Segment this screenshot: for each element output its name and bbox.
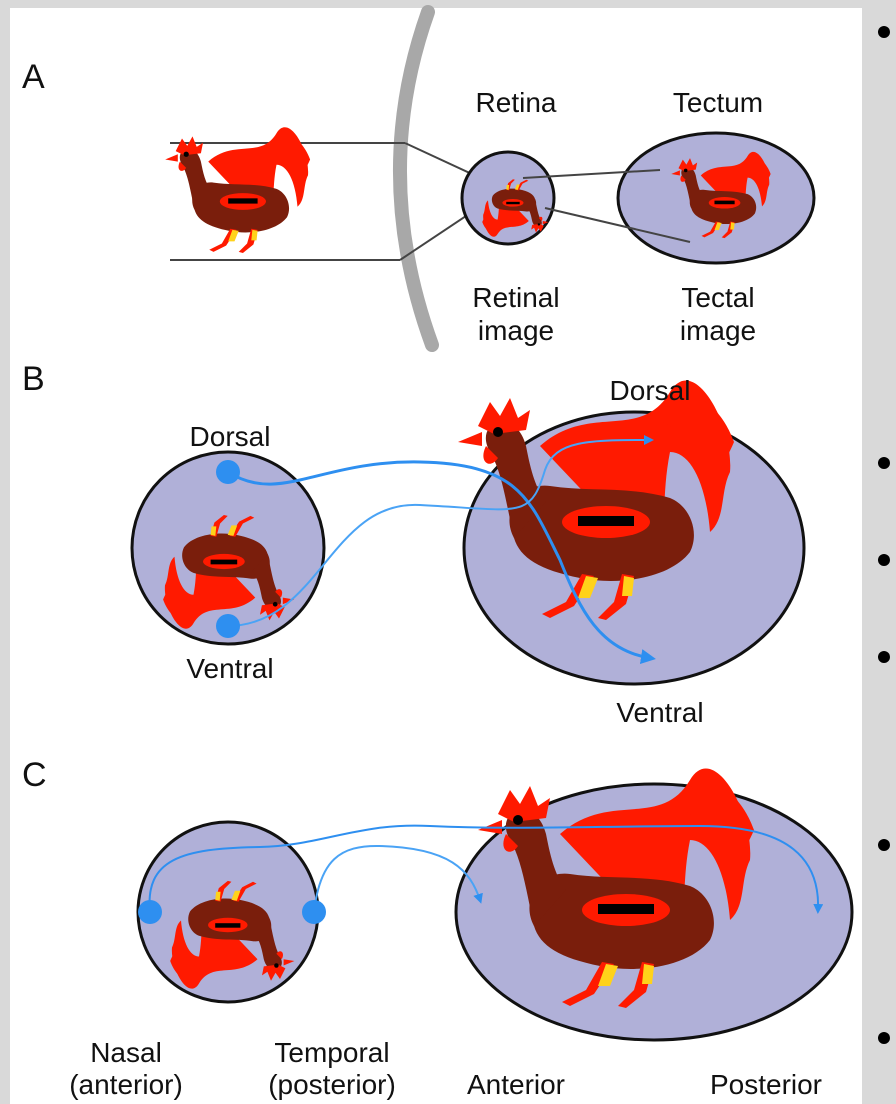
bullet-dot — [878, 1032, 890, 1044]
retina-ventral-label: Ventral — [186, 653, 273, 684]
retina-label: Retina — [476, 87, 557, 118]
retina-ventral-dot — [216, 614, 240, 638]
panel-a: Retina Tectum Retinal image Tectal image — [165, 12, 814, 346]
tectal-image-label-line2: image — [680, 315, 756, 346]
tectum-dorsal-label: Dorsal — [610, 375, 691, 406]
panel-letter-c: C — [22, 756, 47, 794]
panel-letter-a: A — [22, 58, 45, 96]
nasal-label-line1: Nasal — [90, 1037, 162, 1068]
anterior-label: Anterior — [467, 1069, 565, 1100]
panel-c: Nasal (anterior) Temporal (posterior) An… — [69, 769, 852, 1100]
retina-dorsal-label: Dorsal — [190, 421, 271, 452]
retinal-image-label-line1: Retinal — [472, 282, 559, 313]
object-rooster — [165, 127, 310, 253]
bullet-column — [878, 26, 890, 1044]
bullet-dot — [878, 554, 890, 566]
retina-dorsal-dot — [216, 460, 240, 484]
panel-b: Dorsal Ventral Dorsal Ventral — [132, 375, 804, 728]
tectum-label: Tectum — [673, 87, 763, 118]
temporal-label-line1: Temporal — [274, 1037, 389, 1068]
lens-arc — [400, 12, 432, 345]
retina-nasal-dot — [138, 900, 162, 924]
tectum-ventral-label: Ventral — [616, 697, 703, 728]
tectal-image-label-line1: Tectal — [681, 282, 754, 313]
bullet-dot — [878, 26, 890, 38]
retinal-image-label-line2: image — [478, 315, 554, 346]
panel-letter-b: B — [22, 360, 45, 398]
retina-temporal-dot — [302, 900, 326, 924]
nasal-label-line2: (anterior) — [69, 1069, 183, 1100]
bullet-dot — [878, 457, 890, 469]
temporal-label-line2: (posterior) — [268, 1069, 396, 1100]
bullet-dot — [878, 839, 890, 851]
posterior-label: Posterior — [710, 1069, 822, 1100]
bullet-dot — [878, 651, 890, 663]
